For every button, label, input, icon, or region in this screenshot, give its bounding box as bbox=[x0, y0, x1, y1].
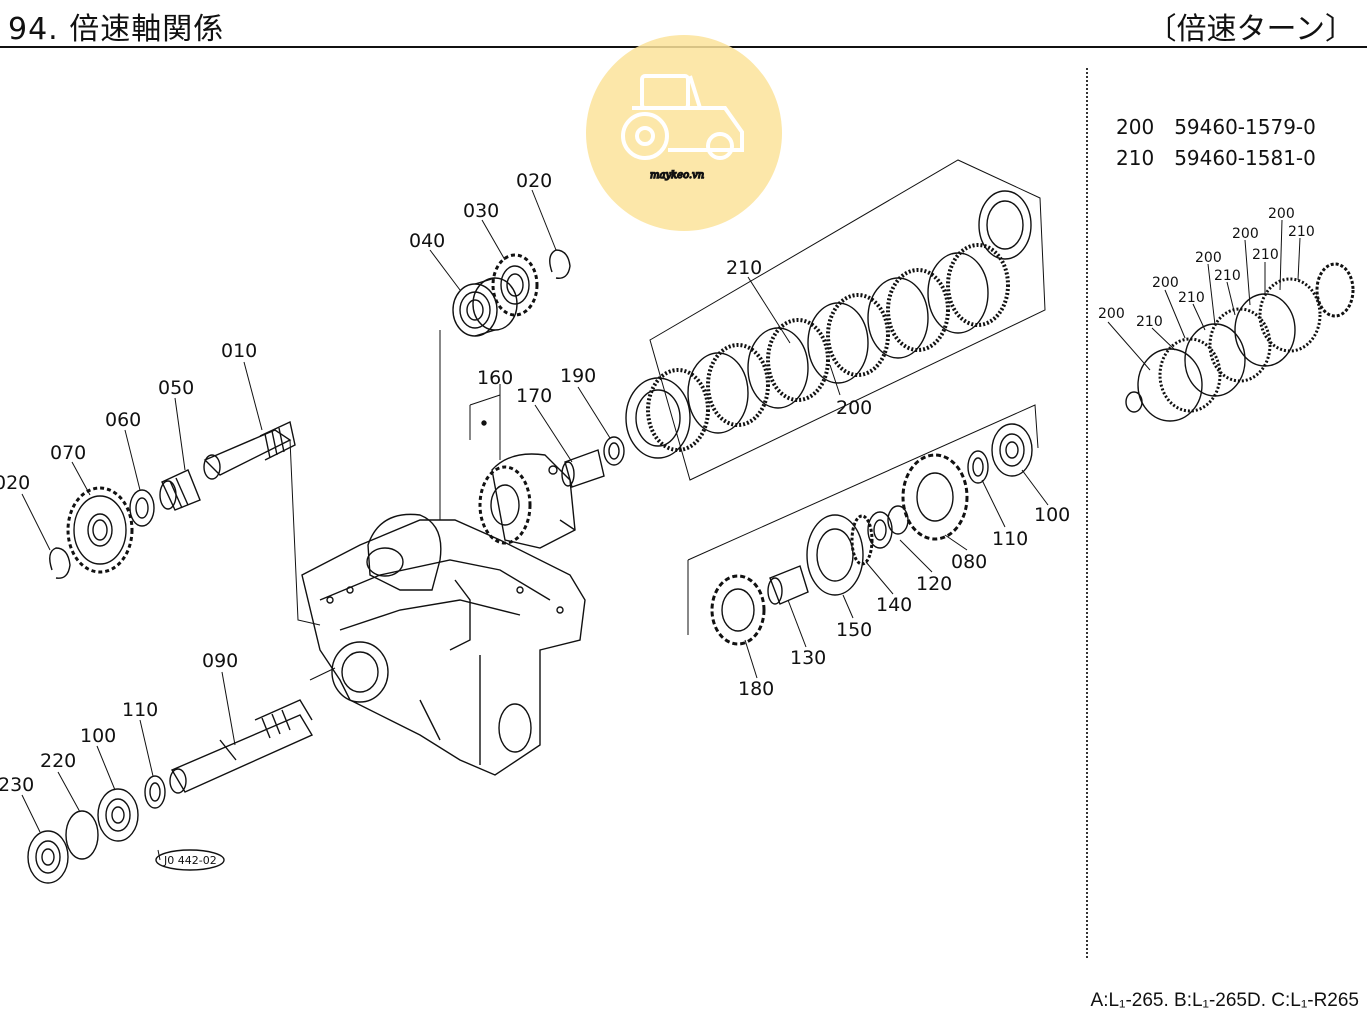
callout-150: 150 bbox=[836, 619, 872, 641]
gear-180 bbox=[710, 574, 766, 646]
part-ref: 210 bbox=[1116, 146, 1155, 170]
callout-100-left: 100 bbox=[80, 725, 116, 747]
part-ref: 200 bbox=[1116, 115, 1155, 139]
part-code: 59460-1579-0 bbox=[1174, 115, 1316, 139]
sleeve-170 bbox=[561, 449, 605, 488]
callout-210: 210 bbox=[726, 257, 762, 279]
washer-110-right bbox=[967, 450, 989, 484]
callout-110-left: 110 bbox=[122, 699, 158, 721]
callout-010: 010 bbox=[221, 340, 257, 362]
snap-ring-020-top bbox=[549, 249, 571, 279]
snap-ring-220 bbox=[65, 810, 99, 860]
detail-callout: 200 bbox=[1268, 206, 1295, 222]
drawing-ref: J0 442-02 bbox=[163, 854, 217, 867]
callout-050: 050 bbox=[158, 377, 194, 399]
callout-080: 080 bbox=[951, 551, 987, 573]
gear-080 bbox=[901, 453, 969, 541]
ball-bearing-100-left bbox=[97, 788, 139, 842]
callout-140: 140 bbox=[876, 594, 912, 616]
part-code: 59460-1581-0 bbox=[1174, 146, 1316, 170]
dotted-divider bbox=[1086, 68, 1088, 958]
clutch-hub-160 bbox=[478, 420, 576, 549]
gear-140 bbox=[850, 514, 874, 566]
page-title: 94. 倍速軸関係 bbox=[8, 12, 225, 47]
washer-120 bbox=[867, 511, 893, 549]
gear-070 bbox=[66, 486, 134, 574]
page-subtitle: 〔倍速ターン〕 bbox=[1146, 12, 1356, 47]
leader-lines bbox=[21, 189, 1301, 833]
callout-020-left: 020 bbox=[0, 472, 30, 494]
parts-list: 200 59460-1579-0 210 59460-1581-0 bbox=[1116, 112, 1316, 174]
callout-100-right: 100 bbox=[1034, 504, 1070, 526]
detail-callout: 210 bbox=[1136, 314, 1163, 330]
assembly-guide-lines bbox=[157, 159, 1046, 861]
snap-ring-020-left bbox=[49, 547, 71, 579]
detail-callout: 210 bbox=[1252, 247, 1279, 263]
model-applicability: A:L₁-265. B:L₁-265D. C:L₁-R265 bbox=[1090, 990, 1359, 1011]
washer-190 bbox=[603, 436, 625, 466]
washer-110-left bbox=[144, 775, 166, 809]
detail-callout: 200 bbox=[1152, 275, 1179, 291]
clutch-plate-stack bbox=[625, 190, 1032, 459]
callout-070: 070 bbox=[50, 442, 86, 464]
callout-220: 220 bbox=[40, 750, 76, 772]
ball-bearing-100-right bbox=[991, 423, 1033, 477]
needle-bearing-130 bbox=[767, 565, 809, 605]
ball-bearing-230 bbox=[27, 830, 69, 884]
parts-list-row: 210 59460-1581-0 bbox=[1116, 143, 1316, 174]
callout-040: 040 bbox=[409, 230, 445, 252]
callout-020-top: 020 bbox=[516, 170, 552, 192]
transmission-housing bbox=[301, 513, 586, 776]
washer-120b bbox=[887, 505, 909, 535]
callout-200: 200 bbox=[836, 397, 872, 419]
callout-110-right: 110 bbox=[992, 528, 1028, 550]
watermark-logo: maykeo.vn bbox=[586, 35, 782, 231]
shaft-090 bbox=[169, 699, 314, 794]
callout-130: 130 bbox=[790, 647, 826, 669]
detail-callout: 200 bbox=[1232, 226, 1259, 242]
callout-230: 230 bbox=[0, 774, 34, 796]
gear-030 bbox=[491, 253, 539, 317]
callout-090: 090 bbox=[202, 650, 238, 672]
detail-callout: 210 bbox=[1288, 224, 1315, 240]
detail-callout: 210 bbox=[1214, 268, 1241, 284]
needle-bearing-050 bbox=[159, 469, 201, 511]
detail-callout: 200 bbox=[1098, 306, 1125, 322]
callout-190: 190 bbox=[560, 365, 596, 387]
shaft-010 bbox=[203, 420, 296, 480]
callout-120: 120 bbox=[916, 573, 952, 595]
thrust-washer-060 bbox=[129, 489, 155, 527]
drawing-ref-oval bbox=[155, 849, 225, 871]
detail-callout: 210 bbox=[1178, 290, 1205, 306]
watermark-text: maykeo.vn bbox=[650, 170, 704, 181]
callout-170: 170 bbox=[516, 385, 552, 407]
callout-160: 160 bbox=[477, 367, 513, 389]
detail-callout: 200 bbox=[1195, 250, 1222, 266]
callout-180: 180 bbox=[738, 678, 774, 700]
callout-labels: 010 050 060 070 020 040 030 020 160 170 … bbox=[0, 170, 1315, 867]
parts-list-row: 200 59460-1579-0 bbox=[1116, 112, 1316, 143]
callout-060: 060 bbox=[105, 409, 141, 431]
callout-030: 030 bbox=[463, 200, 499, 222]
